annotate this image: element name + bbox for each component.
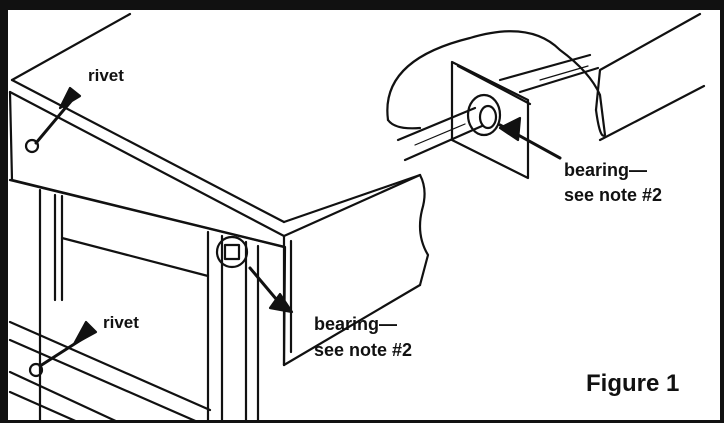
end-bearing: [215, 235, 249, 269]
leader-arrows: [34, 86, 562, 368]
frame-posts: [38, 188, 260, 423]
bearing-note-center: see note #2: [314, 340, 413, 360]
rivet-label-top: rivet: [88, 66, 124, 85]
shaft-assembly: [386, 12, 706, 180]
figure-caption: Figure 1: [586, 370, 680, 397]
bearing-label-right: bearing—: [564, 160, 648, 180]
frame-rail: [8, 12, 430, 367]
rivet-markers: [24, 138, 44, 378]
lower-rail: [8, 320, 212, 423]
bearing-label-center: bearing—: [314, 314, 398, 334]
rivet-label-bottom: rivet: [103, 313, 139, 332]
bearing-note-right: see note #2: [564, 185, 663, 205]
